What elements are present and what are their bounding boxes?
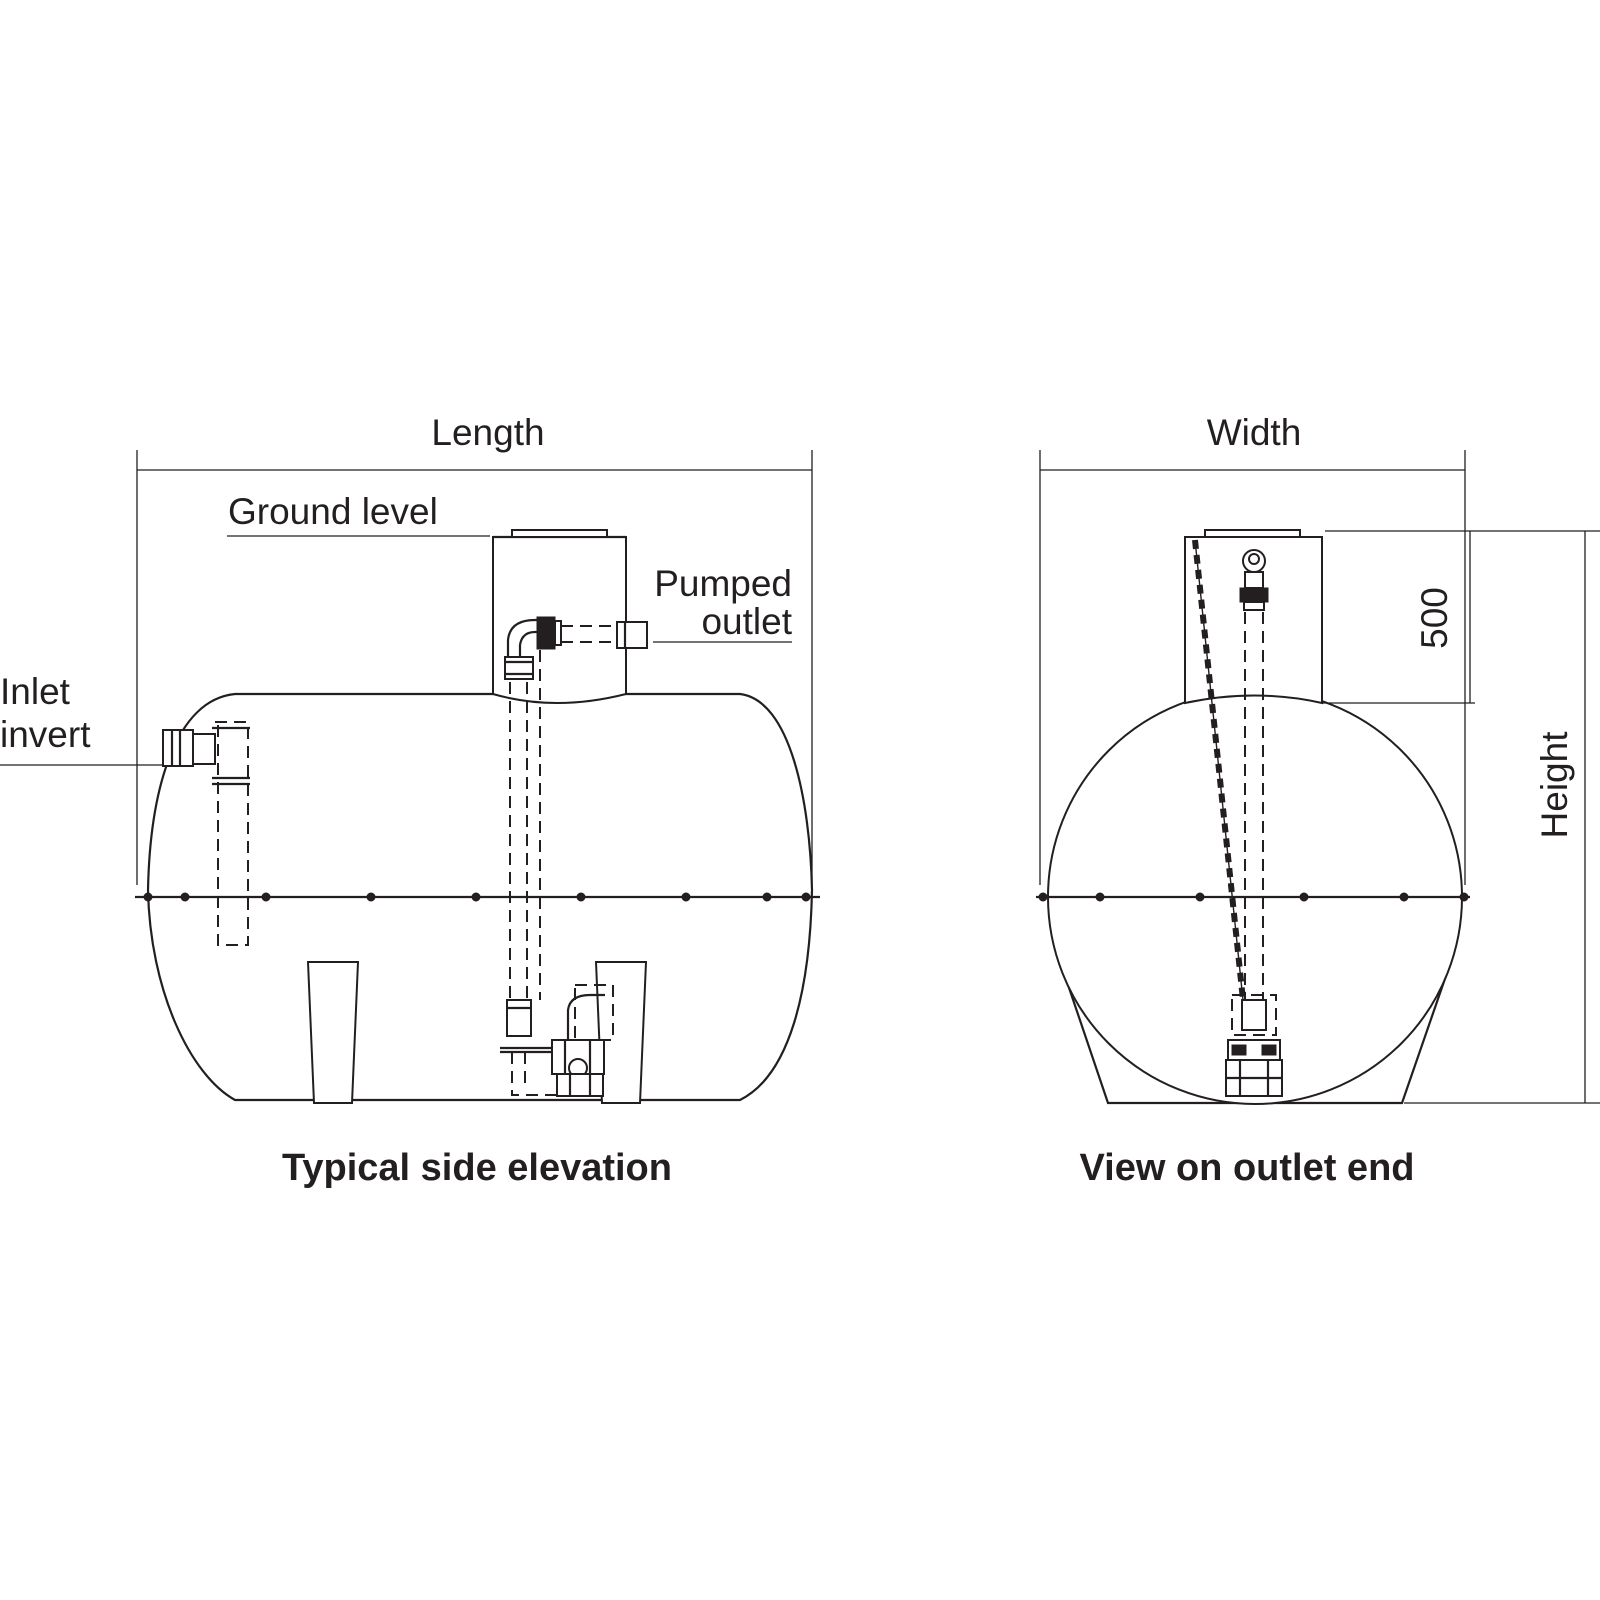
inlet-fitting [162, 721, 250, 946]
width-dimension [1039, 450, 1466, 885]
end-riser [1184, 529, 1323, 705]
riser-height-label: 500 [1414, 587, 1455, 649]
pumped-outlet-label-line1: Pumped [654, 563, 792, 604]
side-elevation: Length Ground level [0, 412, 820, 1189]
end-view: Width [1036, 412, 1600, 1189]
length-dimension [136, 450, 813, 885]
side-elevation-caption: Typical side elevation [282, 1147, 672, 1189]
side-foot-left [306, 961, 360, 1104]
side-tank-body [146, 692, 814, 1102]
end-centre-line [1036, 892, 1470, 902]
end-discharge-pipe [1239, 549, 1269, 1000]
end-view-caption: View on outlet end [1080, 1147, 1415, 1189]
width-label: Width [1207, 412, 1302, 453]
inlet-invert-label-line2: invert [0, 714, 91, 755]
lifting-chain [1192, 539, 1246, 1001]
height-dimension [1404, 531, 1600, 1104]
side-centre-line [135, 892, 820, 902]
end-pump-assembly [1225, 994, 1283, 1097]
riser-height-dimension [1322, 530, 1600, 704]
ground-level-label: Ground level [228, 491, 438, 532]
height-label: Height [1534, 731, 1575, 839]
pumped-outlet-pipework [504, 616, 648, 1000]
length-label: Length [431, 412, 544, 453]
pumped-outlet-label-line2: outlet [701, 601, 792, 642]
inlet-invert-label-line1: Inlet [0, 671, 71, 712]
side-pump-assembly [500, 984, 614, 1097]
